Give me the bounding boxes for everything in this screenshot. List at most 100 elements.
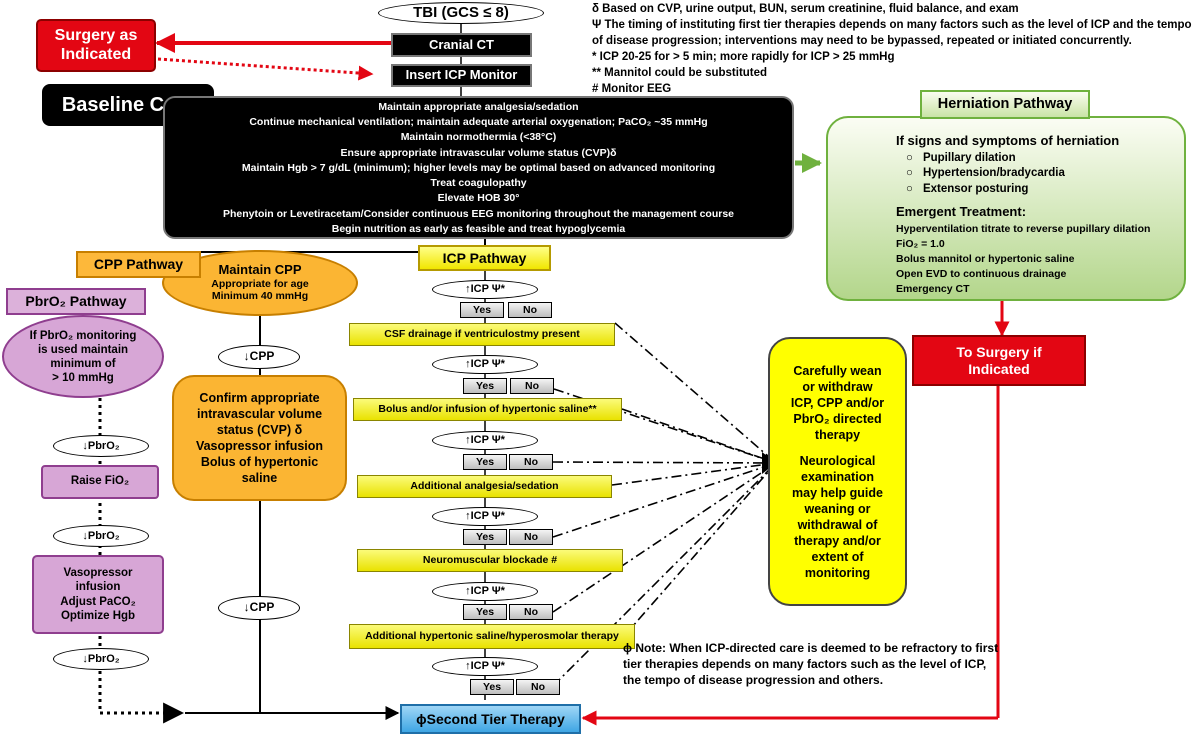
icp-trigger-oval: ↑ICP Ψ* — [432, 355, 538, 374]
wean-box: Carefully wean or withdraw ICP, CPP and/… — [768, 337, 907, 606]
herniation-sign: Extensor posturing — [906, 182, 1065, 198]
baseline-item: Maintain appropriate analgesia/sedation — [378, 101, 579, 114]
cpp-decrease-oval-2: ↓CPP — [218, 596, 300, 620]
to-surgery-box: To Surgery if Indicated — [912, 335, 1086, 386]
vaso-line: Optimize Hgb — [60, 610, 136, 622]
treatment-item: FiO₂ = 1.0 — [896, 238, 945, 251]
no-button[interactable]: No — [509, 604, 553, 620]
cpp-decrease-oval: ↓CPP — [218, 345, 300, 369]
yes-button[interactable]: Yes — [463, 604, 507, 620]
note-eeg: # Monitor EEG — [592, 83, 672, 95]
maintain-cpp-title: Maintain CPP — [218, 262, 302, 278]
red-dotted-arrow-to-monitor — [157, 57, 374, 81]
confirm-line: intravascular volume — [196, 407, 323, 421]
note-mannitol: ** Mannitol could be substituted — [592, 67, 768, 79]
baseline-item: Treat coagulopathy — [430, 177, 527, 190]
cranial-ct-box: Cranial CT — [391, 33, 532, 57]
icp-trigger-oval: ↑ICP Ψ* — [432, 280, 538, 299]
vasopressor-box: Vasopressor infusion Adjust PaCO₂ Optimi… — [32, 555, 164, 634]
cpp-pathway-label: CPP Pathway — [76, 251, 201, 278]
vaso-line: Adjust PaCO₂ — [60, 595, 136, 608]
wean-line: Neurological — [799, 453, 876, 468]
icp-pathway-label: ICP Pathway — [418, 245, 551, 271]
yes-button[interactable]: Yes — [460, 302, 504, 318]
herniation-sign: Hypertension/bradycardia — [906, 166, 1065, 182]
pbro2-monitor-line: minimum of — [50, 357, 116, 370]
wean-line: therapy and/or — [794, 533, 881, 548]
insert-icp-monitor-box: Insert ICP Monitor — [391, 64, 532, 87]
icp-step-box: Additional analgesia/sedation — [357, 475, 612, 498]
treatment-item: Emergency CT — [896, 283, 970, 296]
wean-line: ICP, CPP and/or — [790, 395, 885, 410]
herniation-signs: Pupillary dilation Hypertension/bradycar… — [906, 151, 1065, 198]
notes-block: δ Based on CVP, urine output, BUN, serum… — [592, 1, 1198, 97]
to-surgery-line: To Surgery if — [956, 344, 1042, 361]
treatment-item: Bolus mannitol or hypertonic saline — [896, 253, 1075, 266]
wean-line: PbrO₂ directed — [793, 411, 882, 426]
wean-line: therapy — [814, 427, 861, 442]
emergent-treatment-title: Emergent Treatment: — [896, 204, 1027, 220]
yes-button[interactable]: Yes — [463, 378, 507, 394]
dash-dot-lines — [552, 322, 777, 687]
pbro2-pathway-label: PbrO₂ Pathway — [6, 288, 146, 315]
baseline-item: Begin nutrition as early as feasible and… — [331, 222, 626, 235]
herniation-heading: If signs and symptoms of herniation — [896, 133, 1120, 148]
no-button[interactable]: No — [516, 679, 560, 695]
to-surgery-line: Indicated — [968, 360, 1030, 377]
pbro2-monitor-line: > 10 mmHg — [52, 371, 114, 384]
maintain-cpp-oval: Maintain CPP Appropriate for age Minimum… — [162, 250, 358, 316]
surgery-line-1: Surgery as — [54, 27, 138, 45]
icp-trigger-oval: ↑ICP Ψ* — [432, 431, 538, 450]
surgery-line-2: Indicated — [60, 45, 132, 63]
baseline-item: Maintain normothermia (<38°C) — [400, 131, 557, 144]
treatment-item: Open EVD to continuous drainage — [896, 268, 1067, 281]
wean-line: weaning or — [804, 501, 871, 516]
icp-step-box: Neuromuscular blockade # — [357, 549, 623, 572]
herniation-sign: Pupillary dilation — [906, 151, 1065, 167]
wean-line: or withdraw — [802, 379, 873, 394]
baseline-item: Phenytoin or Levetiracetam/Consider cont… — [222, 207, 735, 220]
baseline-item: Elevate HOB 30° — [437, 192, 520, 205]
herniation-title: Herniation Pathway — [920, 90, 1090, 119]
confirm-line: Vasopressor infusion — [195, 439, 324, 453]
yes-button[interactable]: Yes — [463, 454, 507, 470]
pbro2-monitor-line: is used maintain — [37, 343, 129, 356]
no-button[interactable]: No — [509, 529, 553, 545]
icp-step-box: Bolus and/or infusion of hypertonic sali… — [353, 398, 622, 421]
confirm-line: saline — [241, 471, 278, 485]
wean-line: monitoring — [804, 565, 871, 580]
no-button[interactable]: No — [509, 454, 553, 470]
treatment-list: Hyperventilation titrate to reverse pupi… — [896, 222, 1150, 297]
confirm-volume-box: Confirm appropriate intravascular volume… — [172, 375, 347, 501]
icp-trigger-oval: ↑ICP Ψ* — [432, 582, 538, 601]
treatment-item: Hyperventilation titrate to reverse pupi… — [896, 223, 1151, 236]
pbro2-decrease-oval: ↓PbrO₂ — [53, 435, 149, 457]
baseline-item: Continue mechanical ventilation; maintai… — [249, 116, 708, 129]
pbro2-decrease-oval-3: ↓PbrO₂ — [53, 648, 149, 670]
yes-button[interactable]: Yes — [463, 529, 507, 545]
icp-trigger-oval: ↑ICP Ψ* — [432, 507, 538, 526]
vaso-line: infusion — [75, 581, 121, 593]
maintain-cpp-line: Appropriate for age — [211, 278, 309, 291]
wean-line: examination — [801, 469, 874, 484]
raise-fio2-box: Raise FiO₂ — [41, 465, 159, 499]
icp-step-box: CSF drainage if ventriculostmy present — [349, 323, 615, 346]
pbro2-decrease-oval-2: ↓PbrO₂ — [53, 525, 149, 547]
note-icp: * ICP 20-25 for > 5 min; more rapidly fo… — [592, 51, 895, 63]
no-button[interactable]: No — [510, 378, 554, 394]
maintain-cpp-line: Minimum 40 mmHg — [211, 290, 309, 303]
second-tier-box: ϕSecond Tier Therapy — [400, 704, 581, 734]
wean-line: may help guide — [792, 485, 883, 500]
wean-line: withdrawal of — [797, 517, 878, 532]
confirm-line: Bolus of hypertonic — [200, 455, 319, 469]
no-button[interactable]: No — [508, 302, 552, 318]
pbro2-monitor-line: If PbrO₂ monitoring — [29, 329, 137, 342]
herniation-box: If signs and symptoms of herniation Pupi… — [826, 116, 1186, 301]
vaso-line: Vasopressor — [63, 566, 133, 579]
phi-note: ϕ Note: When ICP-directed care is deemed… — [623, 641, 999, 687]
wean-line: Carefully wean — [793, 363, 882, 378]
yes-button[interactable]: Yes — [470, 679, 514, 695]
pbro2-monitor-oval: If PbrO₂ monitoring is used maintain min… — [2, 315, 164, 398]
confirm-line: Confirm appropriate — [199, 391, 320, 405]
baseline-item: Maintain Hgb > 7 g/dL (minimum); higher … — [241, 161, 716, 174]
